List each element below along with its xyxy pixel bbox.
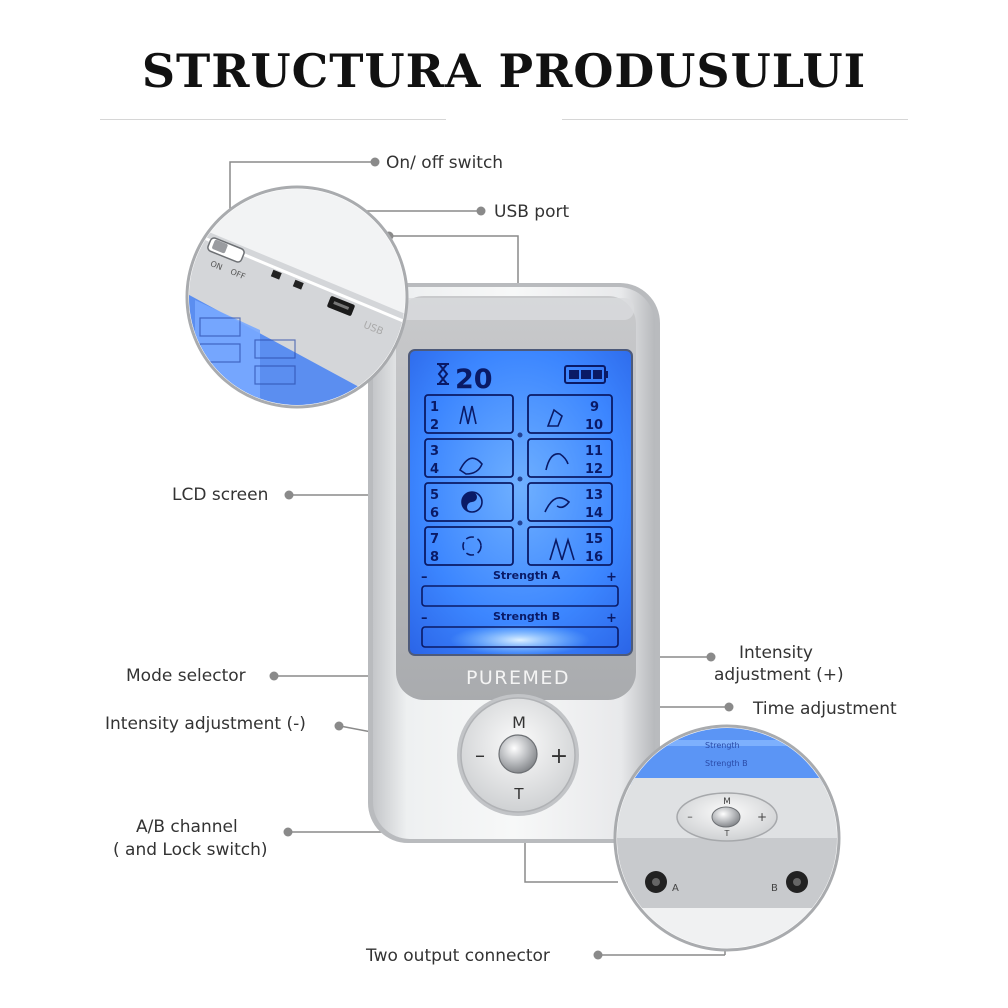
callout-ab-channel-line1: A/B channel [136,817,238,837]
svg-text:T: T [724,829,730,838]
svg-text:16: 16 [585,550,603,565]
zoom-inset-bottom: Strength Strength B M T – + A B [613,724,841,952]
massage-icon [458,457,483,475]
svg-text:+: + [757,810,767,824]
channel-ab-button[interactable] [498,734,538,774]
svg-text:2: 2 [430,418,439,433]
callout-usb-port: USB port [494,202,570,222]
yin-yang-icon [461,491,483,513]
svg-text:12: 12 [585,462,603,477]
pressing-icon [549,537,575,561]
lcd-dots [517,432,523,526]
callout-on-off-switch: On/ off switch [386,153,504,173]
output-connector-b[interactable] [786,871,808,893]
svg-text:–: – [687,810,693,823]
leader-usb-device [390,235,519,286]
intensity-plus-button[interactable]: + [550,744,568,769]
recycle-icon [462,536,482,556]
title-divider-right [562,119,908,120]
page-title: STRUCTURA PRODUSULUI [141,44,867,98]
callout-intensity-plus-line1: Intensity [739,643,813,663]
svg-text:13: 13 [585,488,603,503]
strength-b-bar [421,626,619,648]
svg-text:9: 9 [590,400,599,415]
connector-a-label: A [672,883,679,894]
program-box-9-10: 9 10 [527,394,613,434]
foot-icon [546,408,563,427]
usb-port[interactable] [327,296,356,317]
hourglass-icon [437,363,449,385]
control-pad: M T – + [457,694,579,816]
svg-text:11: 11 [585,444,603,459]
kneading-icon [544,496,571,513]
strength-a-bar [421,585,619,607]
output-connector-a[interactable] [645,871,667,893]
svg-text:4: 4 [430,462,439,477]
strength-b-minus: – [421,611,428,626]
svg-text:Strength B: Strength B [705,759,748,768]
hands-icon [459,405,477,425]
callout-time-adjustment: Time adjustment [753,699,897,719]
callout-intensity-plus-line2: adjustment (+) [714,665,844,685]
program-box-13-14: 13 14 [527,482,613,522]
time-button[interactable]: T [513,785,524,803]
callout-lcd-screen: LCD screen [172,485,269,505]
strength-a-minus: – [421,570,428,585]
svg-text:15: 15 [585,532,603,547]
intensity-minus-button[interactable]: – [475,743,485,767]
zoom-inset-top: ON OFF USB [185,185,409,409]
callout-intensity-minus: Intensity adjustment (-) [105,714,306,734]
program-box-11-12: 11 12 [527,438,613,478]
svg-text:1: 1 [430,400,439,415]
lcd-timer: 20 [455,364,493,395]
title-divider-left [100,119,446,120]
mode-button[interactable]: M [512,713,526,732]
svg-text:5: 5 [430,488,439,503]
svg-text:8: 8 [430,550,439,565]
program-box-1-2: 1 2 [424,394,514,434]
svg-text:M: M [723,797,731,807]
program-box-7-8: 7 8 [424,526,514,566]
callout-mode-selector: Mode selector [126,666,246,686]
connector-b-label: B [771,883,778,894]
strength-a-label: Strength A [493,569,561,582]
svg-text:14: 14 [585,506,603,521]
switch-on-label: ON [209,259,224,272]
battery-icon [564,365,608,384]
svg-text:3: 3 [430,444,439,459]
program-box-3-4: 3 4 [424,438,514,478]
slot-icon [270,269,282,280]
strength-a-plus: + [606,570,617,585]
callout-output-connector: Two output connector [366,946,550,966]
strength-b-label: Strength B [493,610,560,623]
program-box-15-16: 15 16 [527,526,613,566]
tapping-icon [545,453,569,471]
svg-text:10: 10 [585,418,603,433]
slot-icon [292,279,304,290]
callout-ab-channel-line2: ( and Lock switch) [113,840,268,860]
strength-b-plus: + [606,611,617,626]
on-off-switch[interactable] [207,237,246,263]
lcd-screen: 20 1 2 3 4 5 6 [408,349,633,656]
svg-text:6: 6 [430,506,439,521]
brand-label: PUREMED [466,667,570,689]
leader-dots [269,157,734,960]
leader-output-up [524,836,618,883]
svg-text:Strength: Strength [705,741,740,750]
svg-text:7: 7 [430,532,439,547]
program-box-5-6: 5 6 [424,482,514,522]
